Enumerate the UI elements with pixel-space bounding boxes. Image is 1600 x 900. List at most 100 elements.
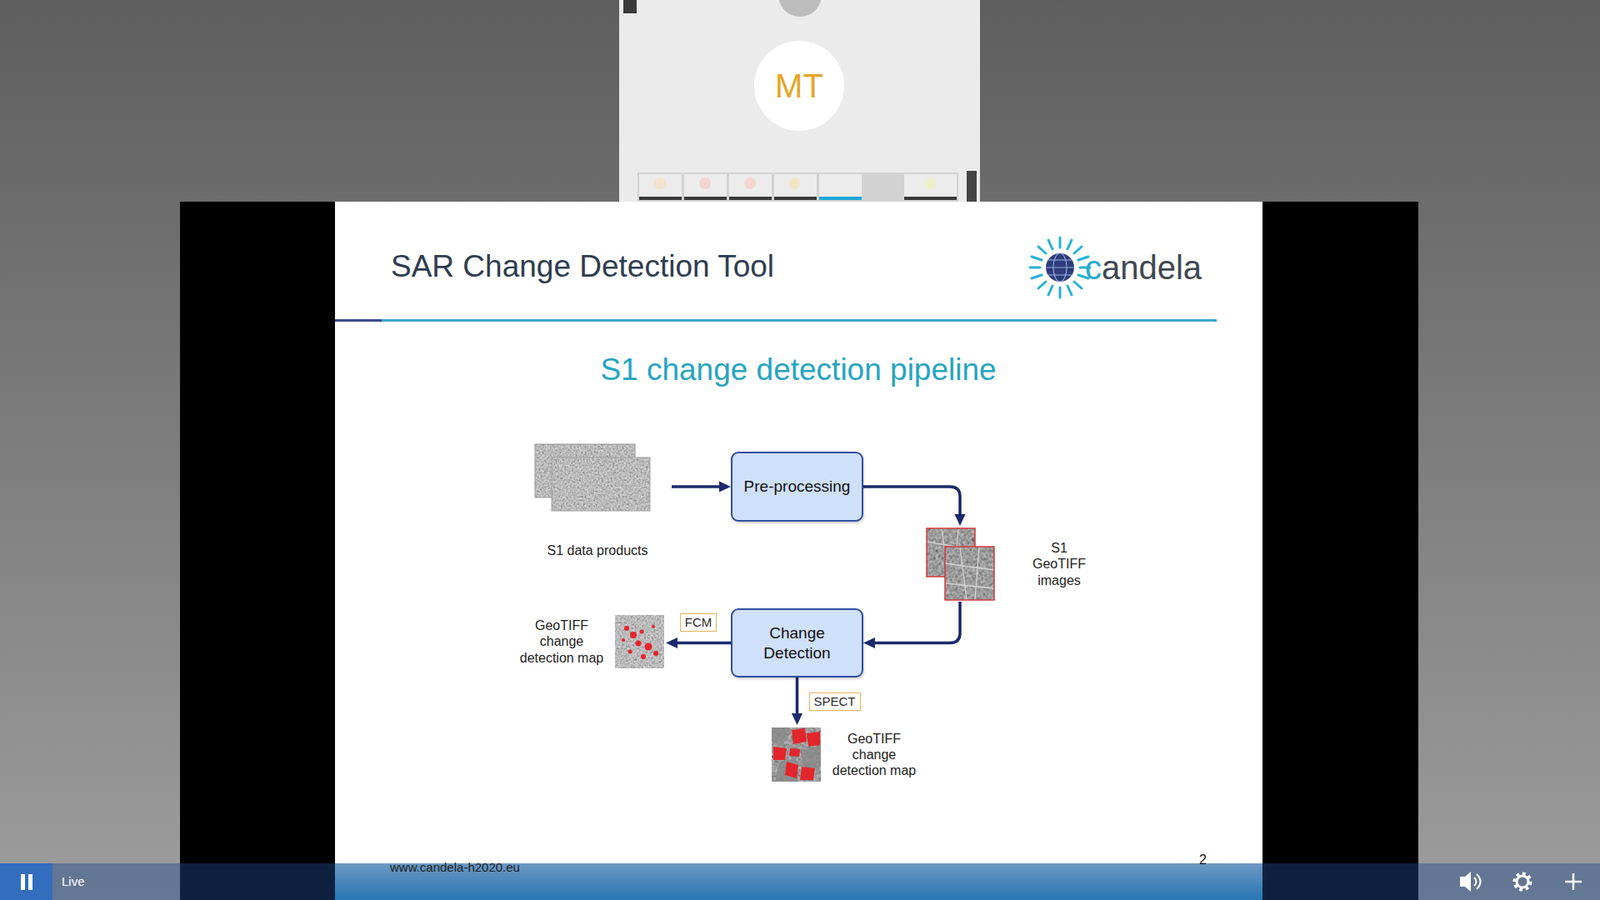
arrowhead — [719, 481, 731, 493]
camera-panel — [619, 0, 980, 202]
participant-strip — [789, 177, 801, 190]
geotiff-images — [945, 546, 995, 600]
geotiff-images — [945, 546, 995, 600]
sar-input-images — [558, 460, 646, 510]
flow-line — [671, 485, 721, 489]
player-control-bar — [1516, 875, 1529, 888]
flow-arrow — [665, 637, 731, 649]
logo-emblem — [1067, 285, 1072, 295]
player-control-bar — [1460, 871, 1471, 892]
output-map-node: GeoTIFF change detection map — [771, 727, 919, 782]
image-caption: GeoTIFF change detection map — [517, 617, 606, 666]
avatar-initials: MT — [775, 65, 824, 106]
participant-strip — [904, 174, 957, 200]
fcm-change-map — [615, 615, 665, 669]
fcm-change-map — [621, 625, 659, 660]
fcm-change-map — [651, 625, 655, 629]
participant-strip — [639, 174, 682, 200]
logo-emblem — [1067, 240, 1072, 250]
slide-title: SAR Change Detection Tool — [390, 248, 775, 285]
participant-strip — [637, 172, 959, 202]
camera-panel — [754, 40, 845, 131]
participant-strip — [924, 177, 936, 190]
logo-emblem — [1074, 246, 1082, 254]
spect-change-map — [771, 727, 821, 782]
sar-input-images — [551, 457, 650, 511]
page-number: 2 — [1199, 851, 1207, 868]
participant-strip — [729, 174, 772, 200]
logo-emblem — [1048, 240, 1053, 250]
camera-panel — [619, 0, 980, 202]
logo-emblem — [1031, 275, 1042, 279]
participant-strip — [637, 170, 977, 202]
logo-emblem — [1030, 237, 1090, 298]
logo-emblem — [1045, 253, 1075, 282]
live-indicator: Live — [61, 874, 85, 890]
participant-strip — [774, 196, 817, 200]
logo-emblem — [1038, 246, 1046, 254]
fcm-change-map — [621, 638, 625, 642]
logo-emblem — [1038, 281, 1046, 289]
spect-change-map — [771, 727, 821, 782]
spect-change-map — [771, 727, 821, 782]
player-control-bar — [28, 874, 33, 890]
flow-arrow — [671, 481, 731, 493]
fcm-change-map — [635, 640, 642, 647]
participant-strip — [819, 174, 862, 200]
flow-arrow — [791, 677, 803, 725]
box-label: Pre-processing — [744, 476, 851, 497]
logo-emblem — [1031, 256, 1042, 260]
player-control-bar — [1474, 874, 1481, 890]
camera-panel — [778, 0, 822, 17]
logo-emblem — [1048, 274, 1072, 275]
participant-strip — [904, 196, 957, 200]
spect-change-map — [771, 727, 821, 782]
geotiff-images — [945, 546, 995, 600]
arrowhead — [665, 637, 678, 649]
player-control-bar — [20, 874, 25, 890]
spect-change-map — [775, 758, 799, 782]
method-tag: FCM — [680, 613, 718, 632]
slide-subtitle: S1 change detection pipeline — [600, 351, 996, 389]
geotiff-images — [945, 546, 995, 600]
video-letterbox — [180, 201, 1419, 900]
player-control-bar — [0, 863, 1600, 900]
spect-change-map — [791, 728, 807, 745]
logo-emblem — [1048, 285, 1053, 295]
flow-arrow — [863, 486, 966, 526]
logo-emblem — [1074, 281, 1082, 289]
flow-line — [863, 486, 960, 516]
process-box: Change Detection — [730, 608, 864, 678]
fcm-change-map — [640, 654, 646, 660]
sar-input-images — [551, 457, 650, 511]
title-rule — [381, 319, 1217, 322]
spect-change-map — [771, 727, 790, 746]
logo-emblem — [1030, 266, 1040, 270]
participant-strip — [684, 174, 727, 200]
arrowhead — [791, 713, 803, 725]
logo-wordmark: candela — [1085, 247, 1202, 288]
logo-emblem — [1048, 259, 1072, 260]
title-rule — [335, 319, 1217, 322]
fcm-change-map — [653, 650, 659, 656]
geotiff-images — [926, 528, 995, 600]
process-box: Pre-processing — [730, 451, 864, 522]
sar-input-images — [535, 444, 650, 511]
arrowhead — [863, 637, 875, 649]
logo-emblem — [1059, 287, 1062, 298]
fcm-change-map — [640, 630, 645, 635]
image-caption: S1 GeoTIFF images — [1027, 540, 1091, 589]
player-control-bar — [1515, 874, 1530, 890]
spect-change-map — [789, 748, 800, 757]
sar-input-images — [551, 457, 650, 511]
flow-line — [675, 641, 731, 645]
player-control-bar — [0, 863, 1600, 900]
logo-emblem — [1045, 253, 1075, 282]
flow-arrow — [863, 601, 960, 649]
arrowhead — [955, 514, 966, 526]
logo-emblem — [1059, 237, 1062, 248]
